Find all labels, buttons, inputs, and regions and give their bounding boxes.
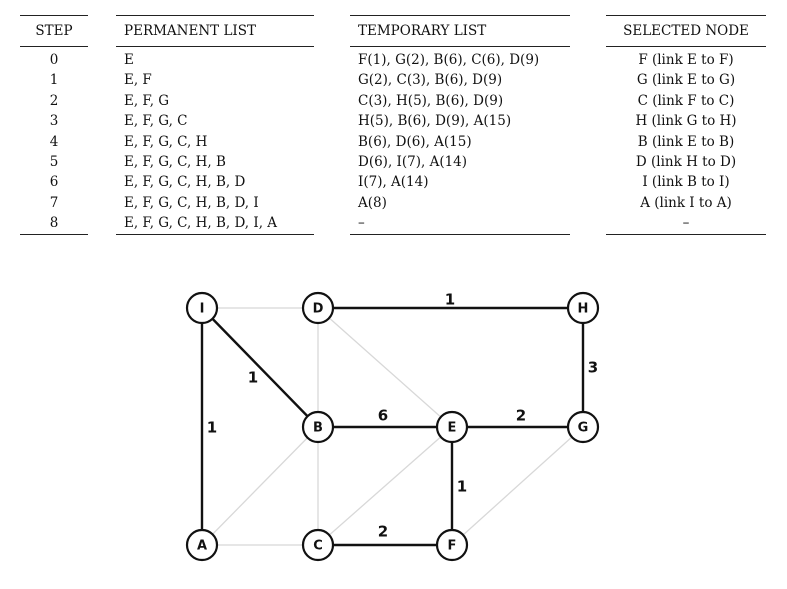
step-column: STEP 0 1 2 3 4 5 6 7 8 <box>20 15 88 235</box>
temporary-cell: C(3), H(5), B(6), D(9) <box>358 92 504 109</box>
selected-node-header: SELECTED NODE <box>606 16 766 47</box>
step-cell: 0 <box>49 52 59 68</box>
selected-cells: F (link E to F) G (link E to G) C (link … <box>606 50 766 234</box>
permanent-cell: E, F, G, C, H, B, D, I <box>124 194 259 211</box>
node-label-B: B <box>313 421 323 436</box>
permanent-cell: E, F, G, C, H, B, D <box>124 174 246 191</box>
node-label-F: F <box>448 539 457 554</box>
temporary-cell: I(7), A(14) <box>358 174 429 191</box>
selected-cell: – <box>682 215 690 232</box>
node-C: C <box>301 528 335 562</box>
temporary-cells: F(1), G(2), B(6), C(6), D(9) G(2), C(3),… <box>350 50 570 234</box>
permanent-cell: E, F <box>124 72 152 89</box>
step-cell: 7 <box>49 194 59 211</box>
temporary-cell: F(1), G(2), B(6), C(6), D(9) <box>358 52 540 68</box>
node-G: G <box>566 410 600 444</box>
node-B: B <box>301 410 335 444</box>
node-circle-D <box>301 291 335 325</box>
selected-cell: H (link G to H) <box>635 113 737 130</box>
background-edge-B-A <box>201 426 319 546</box>
tree-edge-I-B <box>201 307 319 428</box>
tree-edges <box>200 306 585 547</box>
selected-cell: D (link H to D) <box>635 153 737 170</box>
selected-cell: B (link E to B) <box>637 133 735 150</box>
node-circle-A <box>185 528 219 562</box>
node-circle-G <box>566 410 600 444</box>
permanent-cell: E, F, G, C, H, B, D, I, A <box>124 215 278 232</box>
node-label-C: C <box>313 539 323 554</box>
permanent-cell: E, F, G <box>124 92 170 109</box>
node-circle-C <box>301 528 335 562</box>
selected-cell: A (link I to A) <box>640 194 732 211</box>
edge-weights: 1 1 1 3 6 2 1 2 <box>207 291 598 541</box>
edge-weight-I-B: 1 <box>248 369 258 387</box>
permanent-cell: E, F, G, C, H <box>124 133 208 150</box>
node-label-G: G <box>578 421 589 436</box>
permanent-cells: E E, F E, F, G E, F, G, C E, F, G, C, H … <box>116 50 314 234</box>
step-cells: 0 1 2 3 4 5 6 7 8 <box>20 50 88 234</box>
background-edges <box>201 307 584 546</box>
step-cell: 1 <box>49 72 59 89</box>
step-cell: 2 <box>49 92 59 109</box>
step-cell: 5 <box>49 153 59 170</box>
node-label-I: I <box>200 302 205 317</box>
selected-cell: F (link E to F) <box>638 52 734 68</box>
node-circle-I <box>185 291 219 325</box>
temporary-cell: H(5), B(6), D(9), A(15) <box>358 113 512 130</box>
node-circle-E <box>435 410 469 444</box>
background-edge-F-G <box>451 426 584 546</box>
node-label-D: D <box>313 302 324 317</box>
selected-cell: I (link B to I) <box>642 174 730 191</box>
edge-weight-E-G: 2 <box>516 407 526 425</box>
temporary-list-column: TEMPORARY LIST F(1), G(2), B(6), C(6), D… <box>350 15 570 235</box>
temporary-cell: D(6), I(7), A(14) <box>358 153 468 170</box>
node-label-H: H <box>578 302 589 317</box>
node-circle-H <box>566 291 600 325</box>
selected-node-column: SELECTED NODE F (link E to F) G (link E … <box>606 15 766 235</box>
temporary-list-header: TEMPORARY LIST <box>350 16 570 47</box>
step-cell: 8 <box>49 215 59 232</box>
node-F: F <box>435 528 469 562</box>
node-A: A <box>185 528 219 562</box>
step-cell: 3 <box>49 113 59 130</box>
edge-weight-D-H: 1 <box>445 291 455 309</box>
permanent-list-column: PERMANENT LIST E E, F E, F, G E, F, G, C… <box>116 15 314 235</box>
node-label-A: A <box>197 539 207 554</box>
temporary-cell: – <box>358 215 365 232</box>
permanent-cell: E, F, G, C <box>124 113 188 130</box>
step-header: STEP <box>20 16 88 47</box>
node-label-E: E <box>448 421 457 436</box>
graph-nodes: I D H B E G A C F <box>185 291 600 562</box>
node-D: D <box>301 291 335 325</box>
background-edge-C-E <box>317 426 453 546</box>
step-cell: 4 <box>49 133 59 150</box>
temporary-cell: B(6), D(6), A(15) <box>358 133 472 150</box>
edge-weight-E-F: 1 <box>457 478 467 496</box>
step-cell: 6 <box>49 174 59 191</box>
node-circle-F <box>435 528 469 562</box>
node-H: H <box>566 291 600 325</box>
node-circle-B <box>301 410 335 444</box>
selected-cell: G (link E to G) <box>636 72 736 89</box>
temporary-cell: G(2), C(3), B(6), D(9) <box>358 72 503 89</box>
edge-weight-I-A: 1 <box>207 419 217 437</box>
permanent-list-header: PERMANENT LIST <box>116 16 314 47</box>
edge-weight-H-G: 3 <box>588 359 598 377</box>
node-E: E <box>435 410 469 444</box>
node-I: I <box>185 291 219 325</box>
edge-weight-C-F: 2 <box>378 523 388 541</box>
background-edge-D-E <box>317 307 453 428</box>
temporary-cell: A(8) <box>358 194 387 211</box>
permanent-cell: E, F, G, C, H, B <box>124 153 226 170</box>
edge-weight-B-E: 6 <box>378 407 388 425</box>
permanent-cell: E <box>124 52 134 68</box>
selected-cell: C (link F to C) <box>637 92 735 109</box>
